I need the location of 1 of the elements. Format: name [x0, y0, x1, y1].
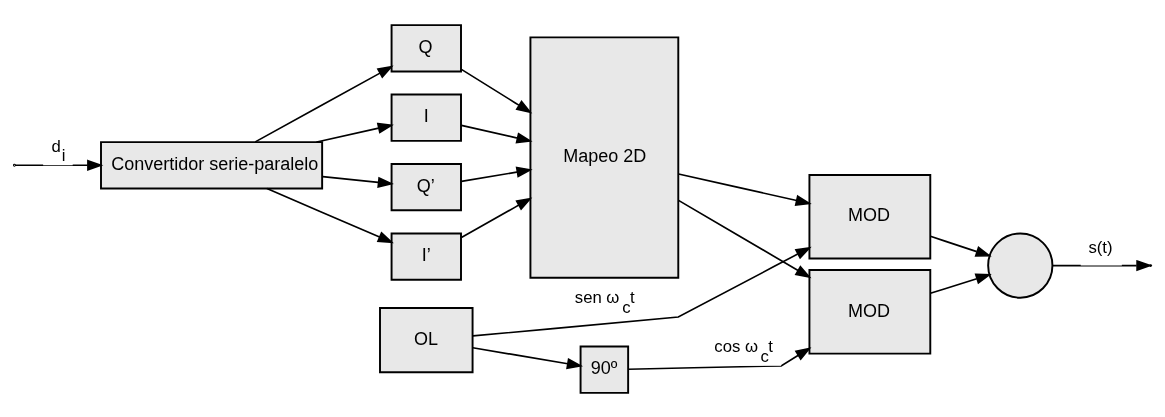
edge-label: s(t) — [1088, 237, 1113, 257]
